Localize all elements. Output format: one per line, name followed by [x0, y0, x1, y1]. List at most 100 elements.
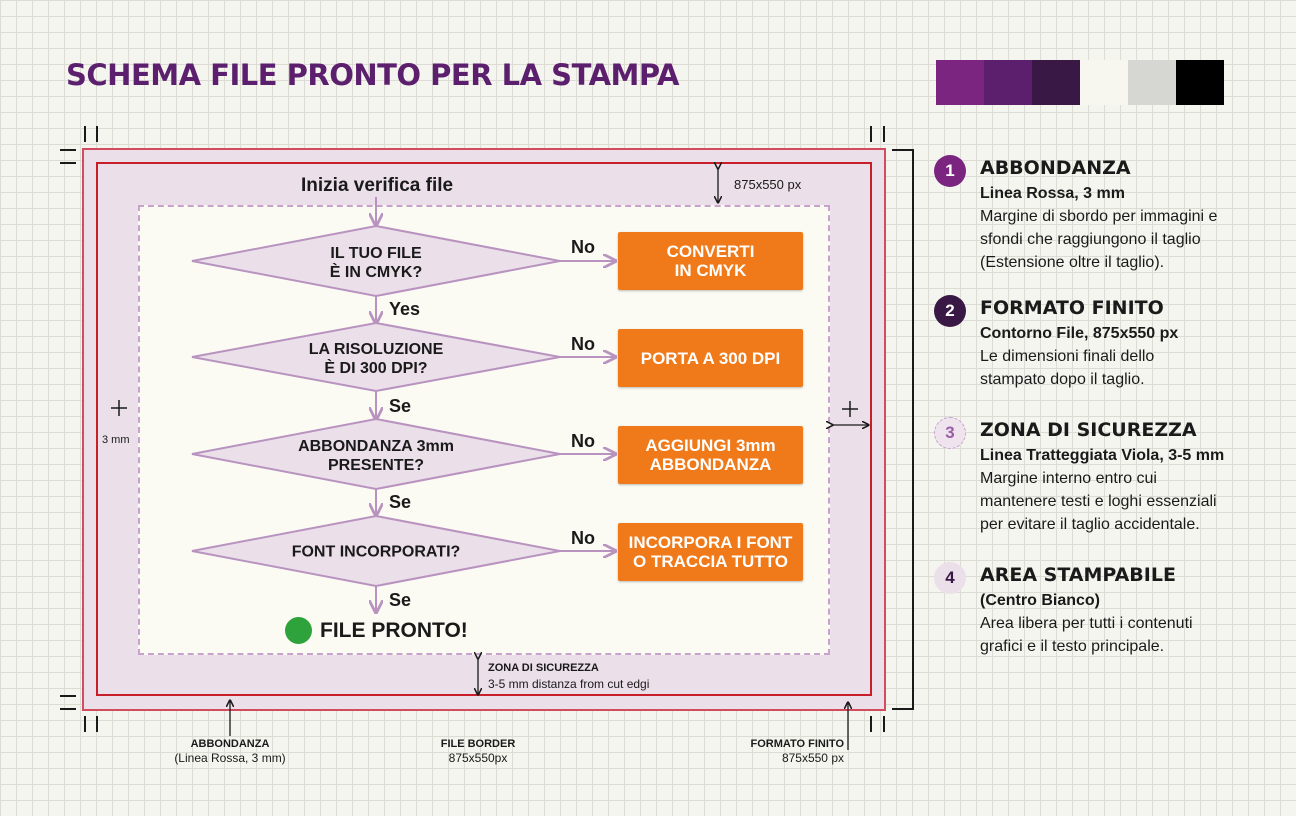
- legend-desc-line: per evitare il taglio accidentale.: [980, 516, 1200, 533]
- legend-description: Margine interno entro cui mantenere test…: [980, 467, 1280, 536]
- bottom-label-format: FORMATO FINITO 875x550 px: [741, 738, 845, 765]
- legend-desc-line: Margine interno entro cui: [980, 470, 1157, 487]
- crop-mark: [96, 126, 98, 142]
- decision-text: LA RISOLUZIONE È DI 300 DPI?: [309, 340, 444, 378]
- bottom-label-title: FORMATO FINITO: [750, 738, 845, 750]
- no-label: No: [571, 334, 595, 354]
- legend-title: AREA STAMPABILE: [980, 564, 1176, 586]
- legend-number-badge: 4: [934, 562, 966, 594]
- yes-label: Se: [389, 492, 412, 512]
- legend-body: AREA STAMPABILE (Centro Bianco) Area lib…: [980, 562, 1280, 658]
- success-dot-icon: [285, 617, 312, 644]
- decision-text-line: È DI 300 DPI?: [324, 360, 428, 377]
- color-palette: [936, 60, 1224, 105]
- legend-desc-line: stampato dopo il taglio.: [980, 371, 1145, 388]
- crop-mark: [892, 708, 914, 710]
- decision-text-line: ABBONDANZA 3mm: [298, 438, 454, 455]
- safe-zone-desc: 3-5 mm distanza from cut edgi: [488, 677, 650, 691]
- legend-subtitle: (Centro Bianco): [980, 592, 1100, 609]
- legend-title: ABBONDANZA: [980, 157, 1131, 179]
- legend-desc-line: mantenere testi e loghi essenziali: [980, 493, 1217, 510]
- legend-desc-line: Margine di sbordo per immagini e: [980, 208, 1218, 225]
- bottom-label-sub: 875x550px: [448, 751, 508, 765]
- action-text-line: IN CMYK: [674, 261, 747, 280]
- crop-mark: [870, 126, 872, 142]
- bottom-label-sub: 875x550 px: [781, 751, 844, 765]
- crop-mark: [883, 716, 885, 732]
- crop-mark: [96, 716, 98, 732]
- decision-text: IL TUO FILE È IN CMYK?: [330, 244, 422, 282]
- legend-subtitle: Linea Tratteggiata Viola, 3-5 mm: [980, 447, 1225, 464]
- crop-mark: [60, 708, 76, 710]
- action-text-line: ABBONDANZA: [649, 455, 772, 474]
- decision-text-line: FONT INCORPORATI?: [291, 543, 461, 561]
- legend-body: FORMATO FINITO Contorno File, 875x550 px…: [980, 295, 1280, 391]
- legend-desc-line: sfondi che raggiungono il taglio: [980, 231, 1201, 248]
- page-title: SCHEMA FILE PRONTO PER LA STAMPA: [66, 58, 679, 92]
- crop-mark: [60, 149, 76, 151]
- action-text-line: PORTA A 300 DPI: [640, 348, 781, 368]
- crop-mark: [84, 716, 86, 732]
- yes-label: Se: [389, 590, 412, 610]
- finished-format-border: [96, 162, 872, 696]
- no-label: No: [571, 431, 595, 451]
- crop-mark: [870, 716, 872, 732]
- palette-swatch: [984, 60, 1032, 105]
- flow-end: FILE PRONTO!: [285, 617, 468, 644]
- crop-mark: [84, 126, 86, 142]
- palette-swatch: [1128, 60, 1176, 105]
- decision-text-line: PRESENTE?: [327, 457, 425, 474]
- legend-desc-line: Area libera per tutti i contenuti: [980, 615, 1193, 632]
- crop-mark: [892, 149, 914, 151]
- action-box: PORTA A 300 DPI: [618, 329, 803, 387]
- legend-subtitle: Contorno File, 875x550 px: [980, 325, 1179, 342]
- decision-text: FONT INCORPORATI?: [292, 543, 461, 562]
- no-label: No: [571, 528, 595, 548]
- legend-subtitle: Linea Rossa, 3 mm: [980, 185, 1125, 202]
- legend-number-badge: 3: [934, 417, 966, 449]
- bottom-label-sub: (Linea Rossa, 3 mm): [174, 751, 286, 765]
- action-text-line: O TRACCIA TUTTO: [633, 552, 788, 571]
- dim-label-left: 3 mm: [102, 434, 130, 446]
- yes-label: Yes: [389, 299, 421, 319]
- legend-title: ZONA DI SICUREZZA: [980, 419, 1197, 441]
- safe-zone-label: ZONA DI SICUREZZA: [488, 662, 599, 674]
- no-label: No: [571, 237, 595, 257]
- decision-text-line: LA RISOLUZIONE: [308, 341, 444, 358]
- action-text-line: INCORPORA I FONT: [628, 533, 793, 552]
- palette-swatch: [1080, 60, 1128, 105]
- palette-swatch: [936, 60, 984, 105]
- yes-label: Se: [389, 396, 412, 416]
- decision-text: ABBONDANZA 3mm PRESENTE?: [298, 437, 454, 475]
- palette-swatch: [1032, 60, 1080, 105]
- legend-desc-line: (Estensione oltre il taglio).: [980, 254, 1165, 271]
- action-text-line: AGGIUNGI 3mm: [645, 436, 776, 455]
- legend-description: Area libera per tutti i contenuti grafic…: [980, 612, 1280, 658]
- legend-desc-line: grafici e il testo principale.: [980, 638, 1165, 655]
- legend-number-badge: 1: [934, 155, 966, 187]
- dim-label-top: 875x550 px: [734, 177, 802, 192]
- legend-desc-line: Le dimensioni finali dello: [980, 348, 1155, 365]
- legend-number-badge: 2: [934, 295, 966, 327]
- crop-mark: [60, 695, 76, 697]
- bottom-label-title: FILE BORDER: [440, 738, 516, 750]
- bottom-label-bleed: ABBONDANZA (Linea Rossa, 3 mm): [174, 738, 285, 765]
- decision-text-line: È IN CMYK?: [329, 264, 423, 281]
- legend-title: FORMATO FINITO: [980, 297, 1164, 319]
- legend-description: Le dimensioni finali dello stampato dopo…: [980, 345, 1280, 391]
- crop-mark: [60, 162, 76, 164]
- action-text-line: CONVERTI: [666, 242, 755, 261]
- palette-swatch: [1176, 60, 1224, 105]
- crop-mark: [883, 126, 885, 142]
- flow-start-label: Inizia verifica file: [301, 175, 454, 196]
- legend-body: ABBONDANZA Linea Rossa, 3 mm Margine di …: [980, 155, 1280, 274]
- bottom-label-file-border: FILE BORDER 875x550px: [441, 738, 516, 765]
- legend-body: ZONA DI SICUREZZA Linea Tratteggiata Vio…: [980, 417, 1280, 536]
- crop-mark: [912, 149, 914, 709]
- flow-end-label: FILE PRONTO!: [320, 618, 468, 642]
- bottom-label-title: ABBONDANZA: [190, 738, 270, 750]
